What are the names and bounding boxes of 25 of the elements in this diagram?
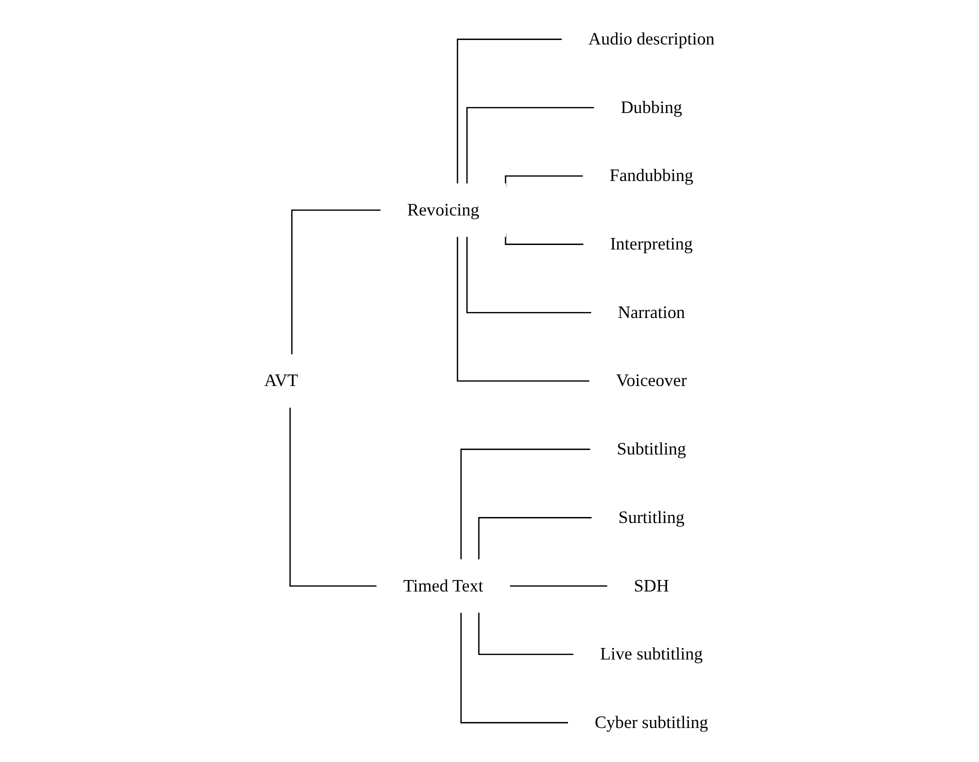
connector [478,612,574,655]
connector [466,236,592,314]
connector [290,407,378,587]
node-text: Voiceover [616,371,687,391]
connector [466,106,595,184]
node-text: AVT [264,371,298,391]
connector [456,236,590,382]
connector [478,517,592,560]
node-text: Dubbing [620,98,682,118]
connector [456,38,562,184]
connector [509,585,608,587]
node-text: Subtitling [616,440,686,459]
node-text: Interpreting [610,234,693,254]
connector [460,448,591,560]
node-text: Revoicing [407,200,480,220]
node-text: Live subtitling [600,644,703,664]
node-text: Fandubbing [610,166,694,186]
node-text: Cyber subtitling [594,713,708,732]
node-text: SDH [634,576,670,596]
node-text: Narration [618,303,686,322]
node-text: Timed Text [403,576,484,596]
node-text: Audio description [588,30,715,49]
node-text: Surtitling [618,508,685,528]
connector [291,209,382,355]
connector [460,612,569,724]
